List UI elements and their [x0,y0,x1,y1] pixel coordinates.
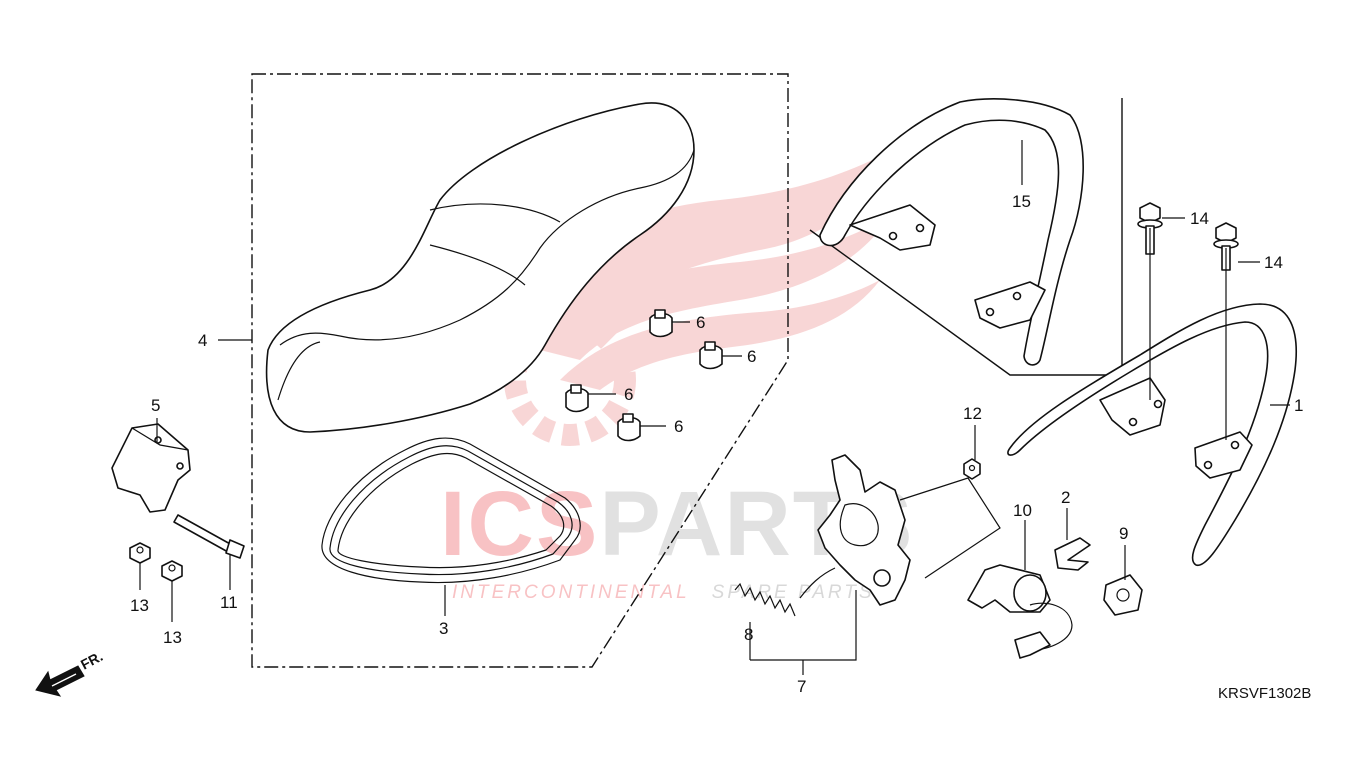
rubber-stopper-3 [565,384,589,413]
callout-7: 7 [797,677,806,696]
seat-hinge-bracket [111,423,191,513]
rubber-stopper-2 [699,341,723,370]
callout-12: 12 [963,404,982,423]
callout-3: 3 [439,619,448,638]
nut-13-left [129,542,151,564]
callout-2: 2 [1061,488,1070,507]
seat-lock [799,454,911,606]
callout-13a: 13 [130,596,149,615]
callout-14b: 14 [1264,253,1283,272]
front-direction-arrow-icon [35,665,85,697]
callout-1: 1 [1294,396,1303,415]
nut-12 [963,458,981,480]
lock-spring [734,582,796,617]
grab-rail-inset-frame [809,98,1123,376]
callout-15: 15 [1012,192,1031,211]
callout-10: 10 [1013,501,1032,520]
seat [265,102,695,433]
rubber-stopper-1 [649,309,673,338]
callout-4: 4 [198,331,207,350]
lock-cylinder [967,564,1073,659]
callout-6b: 6 [747,347,756,366]
diagram-code: KRSVF1302B [1218,685,1311,702]
callout-5: 5 [151,396,160,415]
callout-6d: 6 [674,417,683,436]
callout-11: 11 [220,593,238,612]
watermark-logo [504,140,910,446]
lock-clip [1054,537,1091,571]
callout-8: 8 [744,625,753,644]
callout-6a: 6 [696,313,705,332]
callout-14a: 14 [1190,209,1209,228]
front-direction-label: FR. [78,648,105,673]
rubber-stopper-4 [617,413,641,442]
lock-grommet [1103,574,1143,616]
leader-lines [139,140,1290,675]
callout-13b: 13 [163,628,182,647]
nut-13-right [161,560,183,582]
grab-rail [1007,303,1297,566]
callout-6c: 6 [624,385,633,404]
seat-assembly-frame [251,73,789,668]
watermark-tagline-intercontinental: INTERCONTINENTAL [452,582,690,603]
seat-edge-trim [321,437,581,584]
callout-9: 9 [1119,524,1128,543]
hinge-bolt [173,514,245,559]
watermark-tagline: INTERCONTINENTAL SPARE PARTS [452,582,875,603]
watermark-tagline-spare-parts: SPARE PARTS [712,582,875,603]
grab-rail-inset [819,98,1084,366]
